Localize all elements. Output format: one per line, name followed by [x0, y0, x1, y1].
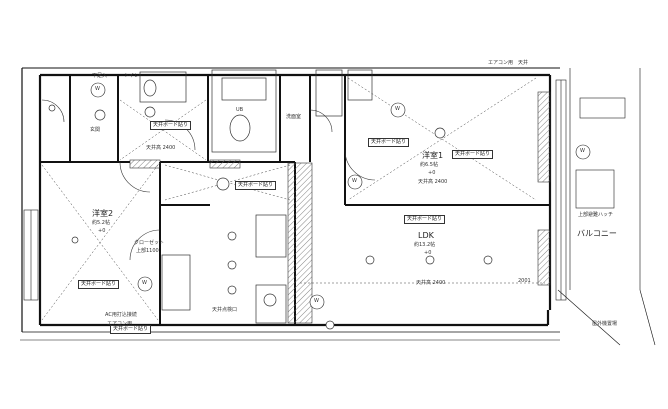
- ceiling-box-4: 天井ボード貼り: [78, 280, 120, 289]
- room-storage-name: 下足入: [92, 73, 108, 79]
- window-marker-6: W: [580, 148, 585, 154]
- ceiling-box-3: 天井ボード貼り: [404, 215, 446, 224]
- ceiling-box-7: 天井ボード貼り: [110, 325, 152, 334]
- room-western2-area: 約5.2帖: [92, 220, 110, 226]
- room-western1-ceiling: +0: [428, 170, 436, 176]
- ceiling-box-2: 天井ボード貼り: [452, 150, 494, 159]
- note-2001: 2001: [518, 278, 531, 284]
- window-marker-5: W: [142, 280, 147, 286]
- note-ceiling-2: 天井高 2400: [416, 280, 446, 286]
- door-swings: [41, 99, 376, 261]
- fixtures: [139, 69, 373, 324]
- outer-walls: [20, 67, 656, 346]
- light-fixtures: [48, 104, 493, 330]
- room-ldk-name: LDK: [418, 231, 434, 240]
- label-closet-1: クローゼット: [134, 240, 165, 246]
- room-ldk-ceiling: +0: [424, 250, 432, 256]
- window-frames: [23, 79, 626, 301]
- window-marker-4: W: [314, 298, 319, 304]
- label-bath-ub: UB: [236, 107, 244, 113]
- ceiling-box-5: 天井ボード貼り: [150, 121, 192, 130]
- hatched-areas: [129, 91, 551, 324]
- ceiling-box-6: 天井ボード貼り: [368, 138, 410, 147]
- room-entrance-name: 玄関: [90, 127, 101, 133]
- room-ldk-area: 約13.2帖: [414, 242, 436, 248]
- label-aircon-bottom: エアコン用: [107, 321, 133, 327]
- window-marker-2: W: [395, 106, 400, 112]
- ceiling-box-1: 天井ボード貼り: [235, 181, 277, 190]
- label-ac-outlet: AC用打込接続: [105, 312, 137, 318]
- room-toilet-name: トイレ: [124, 73, 140, 79]
- room-washroom-name: 洗面室: [286, 114, 302, 120]
- window-marker-1: W: [95, 86, 100, 92]
- room-western1-name: 洋室1: [422, 151, 444, 160]
- room-western2-ceiling: +0: [98, 228, 106, 234]
- label-closet-2: 上部1100: [136, 248, 159, 254]
- label-outdoor: 屋外機置場: [592, 321, 618, 327]
- label-attic-hatch: 上部避難ハッチ: [578, 212, 614, 218]
- label-top-note: エアコン用 天井: [488, 60, 529, 66]
- window-marker-3: W: [352, 178, 357, 184]
- note-ceiling-1: 天井高 2400: [418, 179, 448, 185]
- label-kitchen-pipe: 天井点検口: [212, 307, 238, 313]
- room-balcony-name: バルコニー: [577, 229, 617, 238]
- window-markers: [90, 82, 591, 310]
- room-western1-area: 約6.5帖: [420, 162, 438, 168]
- room-western2-name: 洋室2: [92, 209, 114, 218]
- note-ceiling-3: 天井高 2400: [146, 145, 176, 151]
